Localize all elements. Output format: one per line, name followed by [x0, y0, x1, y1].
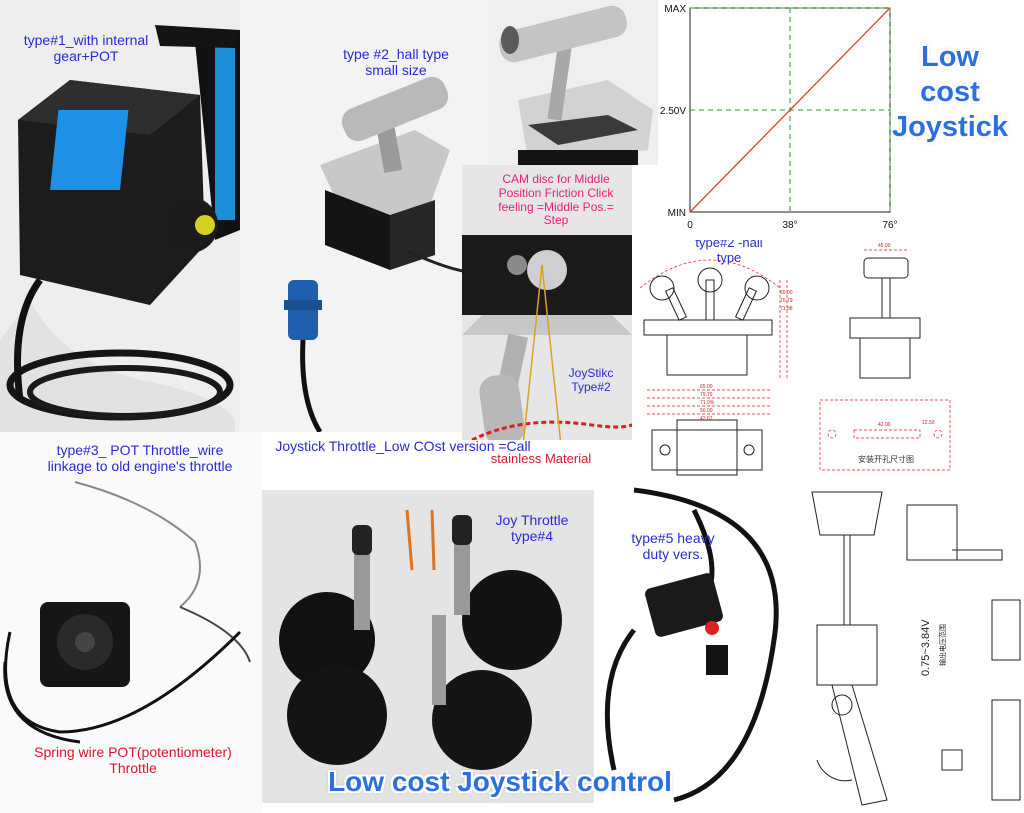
type5-heavy-duty-illustration	[604, 487, 779, 803]
dim-plan-4: 50.00	[700, 408, 713, 414]
hole-caption: 安装开孔尺寸图	[858, 455, 914, 464]
voltage-range: 0.75~3.84V	[920, 619, 932, 676]
photo-type4: Joy Throttle type#4	[262, 490, 594, 803]
chart-x-tick-label: 38°	[782, 220, 797, 231]
metal-joystick-illustration	[488, 0, 658, 165]
chart-x-tick-label: 76°	[882, 220, 897, 231]
voltage-caption: 输出电压范围	[940, 624, 947, 666]
drawing-type5: 0.75~3.84V 输出电压范围	[802, 480, 1024, 813]
output-chart: 0 38° 76° MIN 2.50V MAX Low cost Joystick	[658, 0, 1024, 240]
chart-x-tick-label: 0	[687, 220, 693, 231]
type2-drawing-label: type#2 -hall type	[695, 240, 763, 265]
type1-joystick-illustration	[0, 0, 240, 432]
type2-technical-drawing	[639, 249, 951, 476]
dim-side: 45.00	[878, 243, 891, 249]
photo-cam-disc: CAM disc for Middle Position Friction Cl…	[462, 165, 632, 440]
voltage-angle-chart: 0 38° 76° MIN 2.50V MAX	[660, 4, 898, 231]
chart-y-tick-label: 2.50V	[660, 106, 686, 117]
dim-top-1: 65.00	[780, 290, 793, 296]
dim-plan-2: 79.79	[700, 392, 713, 398]
joystikc-type2-label: JoyStikc Type#2	[568, 366, 614, 394]
dim-plan-1: 65.00	[700, 384, 713, 390]
dim-top-2: 70.79	[780, 298, 793, 304]
dim-top-3: 71.98	[780, 306, 793, 312]
photo-type5: type#5 heavy duty vers.	[594, 480, 802, 813]
chart-y-tick-label: MAX	[664, 4, 686, 15]
type5-technical-drawing	[811, 491, 1021, 806]
cam-disc-label: CAM disc for Middle Position Friction Cl…	[498, 172, 614, 228]
photo-metal-joystick	[488, 0, 658, 165]
dim-hole-2: 12.50	[922, 420, 935, 426]
type4-joy-throttle-illustration	[262, 490, 594, 803]
dim-hole-1: 42.00	[878, 422, 891, 428]
spring-pot-label: Spring wire POT(potentiometer) Throttle	[34, 744, 232, 777]
type5-label: type#5 heavy duty vers.	[631, 530, 715, 563]
type2-label: type #2_hall type small size	[343, 46, 449, 79]
type3-pot-throttle-illustration	[0, 432, 262, 813]
chart-y-tick-label: MIN	[668, 208, 686, 219]
photo-type3: type#3_ POT Throttle_wire linkage to old…	[0, 432, 262, 813]
type2-joystick-illustration	[240, 0, 488, 432]
dim-plan-5: 42.67	[700, 416, 713, 422]
cam-disc-illustration	[462, 165, 632, 440]
bottom-title: Low cost Joystick control	[328, 766, 672, 797]
chart-series-line	[689, 7, 891, 213]
drawing-type2: type#2 -hall type 65.00 70.79 71.98 65.0…	[632, 240, 1024, 480]
photo-type1: type#1_with internal gear+POT	[0, 0, 240, 432]
stainless-label: stainless Material	[490, 451, 592, 466]
dim-plan-3: 71.9%	[700, 400, 715, 406]
type3-label: type#3_ POT Throttle_wire linkage to old…	[47, 442, 233, 475]
low-cost-joystick-title: Low cost Joystick	[891, 41, 1009, 143]
type1-label: type#1_with internal gear+POT	[23, 32, 149, 65]
type4-label: Joy Throttle type#4	[495, 512, 569, 545]
low-cost-call-label: Joystick Throttle_Low COst version =Call	[275, 438, 531, 454]
photo-type2: type #2_hall type small size	[240, 0, 488, 432]
